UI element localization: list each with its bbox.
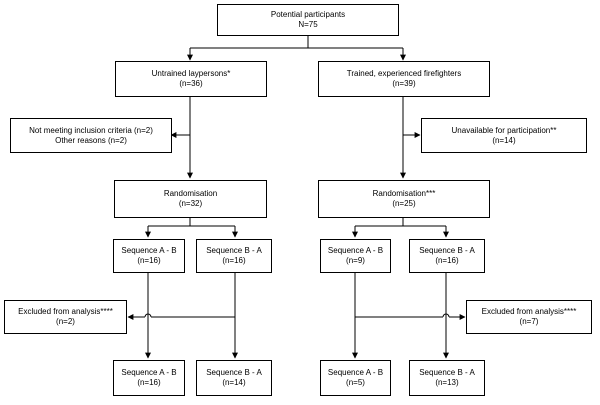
box-text-line2: (n=5) [346,378,365,387]
box-text-line2: (n=39) [392,79,416,88]
box-left-sequence-ab-2: Sequence A - B (n=16) [113,360,185,396]
box-text-line1: Untrained laypersons* [151,69,231,78]
box-text-line1: Sequence A - B [121,368,177,377]
box-potential-participants: Potential participants N=75 [217,4,399,36]
box-text-line1: Not meeting inclusion criteria (n=2) [29,125,153,135]
box-text-line2: (n=14) [222,378,246,387]
box-text-line2: (n=32) [178,199,203,208]
box-right-sequence-ba-2: Sequence B - A (n=13) [409,360,485,396]
box-text-line2: (n=16) [222,256,246,265]
box-untrained-laypersons: Untrained laypersons* (n=36) [115,61,267,97]
box-text-line2: (n=36) [179,79,203,88]
box-text-line2: (n=25) [392,199,416,208]
box-excluded-right: Excluded from analysis**** (n=7) [466,300,592,334]
box-text-line2: (n=16) [137,378,161,387]
box-not-meeting-criteria: Not meeting inclusion criteria (n=2) Oth… [10,118,172,153]
box-text-line1: Excluded from analysis**** [18,307,113,316]
box-excluded-left: Excluded from analysis**** (n=2) [4,300,127,334]
box-left-sequence-ba-1: Sequence B - A (n=16) [196,239,272,273]
box-text-line1: Unavailable for participation** [451,125,557,135]
box-text-line2: N=75 [298,20,318,29]
box-text-line1: Potential participants [270,10,346,19]
box-right-sequence-ab-2: Sequence A - B (n=5) [320,360,391,396]
box-randomisation-right: Randomisation*** (n=25) [318,180,490,218]
box-text-line2: (n=7) [519,317,539,326]
box-text-line2: (n=16) [435,256,459,265]
box-right-sequence-ba-1: Sequence B - A (n=16) [409,239,485,273]
box-text-line1: Sequence A - B [121,246,177,255]
box-left-sequence-ab-1: Sequence A - B (n=16) [113,239,185,273]
box-text-line1: Sequence B - A [206,246,262,255]
box-text-line2: (n=14) [492,135,516,145]
box-unavailable: Unavailable for participation** (n=14) [421,118,587,153]
box-text-line1: Randomisation [163,189,218,198]
box-randomisation-left: Randomisation (n=32) [114,180,267,218]
box-text-line2: (n=13) [435,378,459,387]
box-text-line2: (n=16) [137,256,161,265]
box-text-line1: Excluded from analysis**** [481,307,577,316]
box-text-line2: (n=9) [346,256,365,265]
box-text-line1: Sequence B - A [419,368,475,377]
box-left-sequence-ba-2: Sequence B - A (n=14) [196,360,272,396]
box-text-line1: Sequence A - B [327,368,384,377]
box-text-line1: Trained, experienced firefighters [346,69,462,78]
box-right-sequence-ab-1: Sequence A - B (n=9) [320,239,391,273]
box-text-line1: Sequence A - B [327,246,384,255]
box-text-line2: (n=2) [56,317,75,326]
box-text-line1: Sequence B - A [419,246,475,255]
box-text-line1: Randomisation*** [372,189,436,198]
box-text-line1: Sequence B - A [206,368,262,377]
box-text-line2: Other reasons (n=2) [55,135,127,145]
box-trained-firefighters: Trained, experienced firefighters (n=39) [318,61,490,97]
